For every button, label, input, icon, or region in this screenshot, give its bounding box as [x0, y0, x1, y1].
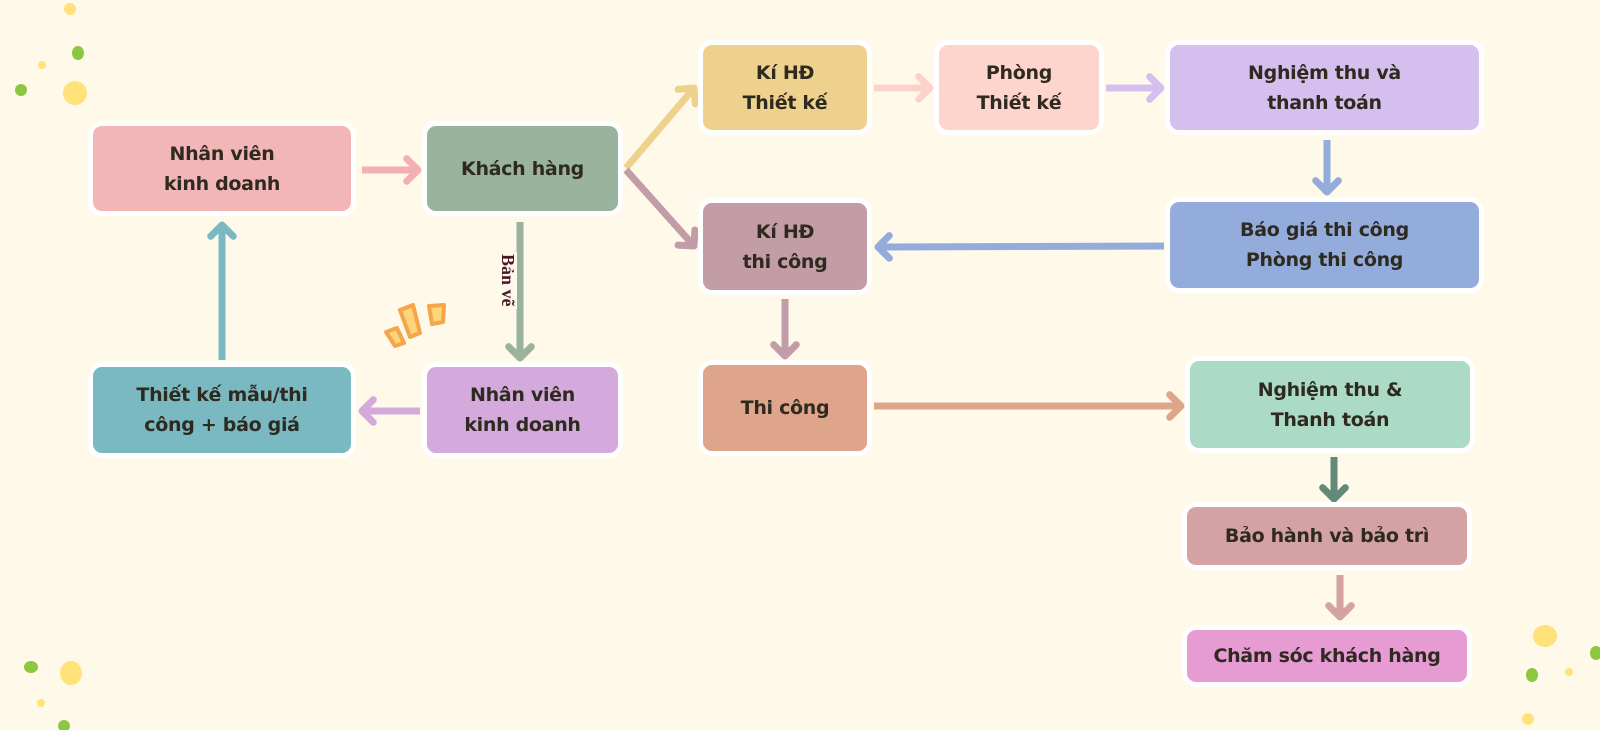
confetti-dot — [72, 46, 84, 60]
arrow-head-icon — [207, 221, 237, 240]
arrow-head-icon — [674, 226, 699, 250]
arrow-shaft — [623, 85, 697, 171]
arrow-head-icon — [1146, 73, 1165, 103]
arrow-acceptance-payment-1-to-construction-quote — [1312, 140, 1342, 196]
arrow-shaft — [877, 242, 1165, 251]
confetti-dot — [1533, 625, 1557, 647]
arrow-sample-design-quote-to-sales-staff-1 — [207, 221, 237, 360]
arrow-construction-to-acceptance-payment-2 — [874, 391, 1185, 421]
node-label: Chăm sóc khách hàng — [1213, 645, 1441, 667]
confetti-dot — [1526, 668, 1538, 682]
arrow-head-icon — [1166, 391, 1185, 421]
confetti-dot — [38, 61, 46, 69]
arrow-customer-to-design-contract — [623, 84, 699, 171]
node-construction-quote[interactable]: Báo giá thi công Phòng thi công — [1165, 197, 1484, 293]
edge-label-drawings: Bản vẽ — [498, 252, 518, 309]
confetti-dot — [37, 699, 45, 707]
arrow-customer-to-construction-contract — [623, 167, 699, 250]
arrow-construction-contract-to-construction — [770, 299, 800, 360]
arrow-head-icon — [1319, 484, 1349, 503]
node-label: Nghiệm thu và thanh toán — [1248, 61, 1401, 114]
node-label: Thi công — [740, 397, 830, 419]
confetti-dot — [58, 720, 70, 730]
arrow-head-icon — [1325, 602, 1355, 621]
arrow-warranty-maintenance-to-customer-care — [1325, 575, 1355, 621]
arrow-head-icon — [358, 396, 377, 426]
confetti-bottom-right — [1522, 625, 1600, 725]
confetti-dot — [63, 81, 87, 105]
confetti-dot — [60, 661, 82, 685]
arrow-head-icon — [674, 84, 699, 108]
arrow-acceptance-payment-2-to-warranty-maintenance — [1319, 457, 1349, 503]
node-acceptance-payment-1[interactable]: Nghiệm thu và thanh toán — [1165, 40, 1484, 135]
arrow-customer-to-sales-staff-2 — [505, 222, 535, 362]
node-label: Khách hàng — [461, 157, 584, 180]
sparkle-icon — [384, 303, 446, 348]
arrow-design-contract-to-design-dept — [874, 73, 934, 103]
confetti-dot — [15, 84, 27, 96]
confetti-dot — [1565, 668, 1573, 676]
node-customer-care[interactable]: Chăm sóc khách hàng — [1182, 625, 1472, 687]
arrow-construction-quote-to-construction-contract — [874, 232, 1165, 262]
node-label: Báo giá thi công Phòng thi công — [1240, 219, 1409, 271]
node-label: Kí HĐ thi công — [742, 220, 828, 273]
node-label: Nhân viên kinh doanh — [163, 142, 281, 195]
confetti-dot — [24, 661, 38, 673]
node-label: Bảo hành và bảo trì — [1224, 525, 1430, 547]
arrow-head-icon — [770, 341, 800, 360]
arrow-sales-staff-1-to-customer — [362, 155, 422, 185]
arrow-head-icon — [1312, 177, 1342, 196]
arrow-head-icon — [403, 155, 422, 185]
confetti-top-left — [15, 3, 87, 105]
confetti-dot — [1522, 713, 1534, 725]
node-sales-staff-1[interactable]: Nhân viên kinh doanh — [88, 121, 356, 216]
node-customer[interactable]: Khách hàng — [422, 121, 623, 216]
confetti-bottom-left — [24, 661, 82, 730]
node-label: Kí HĐ Thiết kế — [742, 61, 828, 114]
node-sample-design-quote[interactable]: Thiết kế mẫu/thi công + báo giá — [88, 362, 356, 458]
node-design-contract[interactable]: Kí HĐ Thiết kế — [698, 40, 872, 135]
arrow-shaft — [623, 167, 697, 249]
arrow-head-icon — [505, 343, 535, 362]
node-construction-contract[interactable]: Kí HĐ thi công — [698, 198, 872, 295]
node-warranty-maintenance[interactable]: Bảo hành và bảo trì — [1182, 502, 1472, 570]
node-label: Thiết kế mẫu/thi công + báo giá — [136, 384, 308, 436]
confetti-dot — [1590, 646, 1600, 660]
node-label: Phòng Thiết kế — [976, 61, 1062, 114]
node-acceptance-payment-2[interactable]: Nghiệm thu & Thanh toán — [1185, 356, 1475, 453]
node-label: Nhân viên kinh doanh — [464, 384, 581, 436]
arrow-head-icon — [915, 73, 934, 103]
node-label: Nghiệm thu & Thanh toán — [1257, 378, 1403, 431]
arrow-head-icon — [874, 232, 893, 262]
arrow-design-dept-to-acceptance-payment-1 — [1106, 73, 1165, 103]
arrow-sales-staff-2-to-sample-design-quote — [358, 396, 420, 426]
node-design-dept[interactable]: Phòng Thiết kế — [934, 40, 1104, 135]
confetti-dot — [64, 3, 76, 15]
node-sales-staff-2[interactable]: Nhân viên kinh doanh — [422, 362, 623, 458]
node-construction[interactable]: Thi công — [698, 360, 872, 456]
